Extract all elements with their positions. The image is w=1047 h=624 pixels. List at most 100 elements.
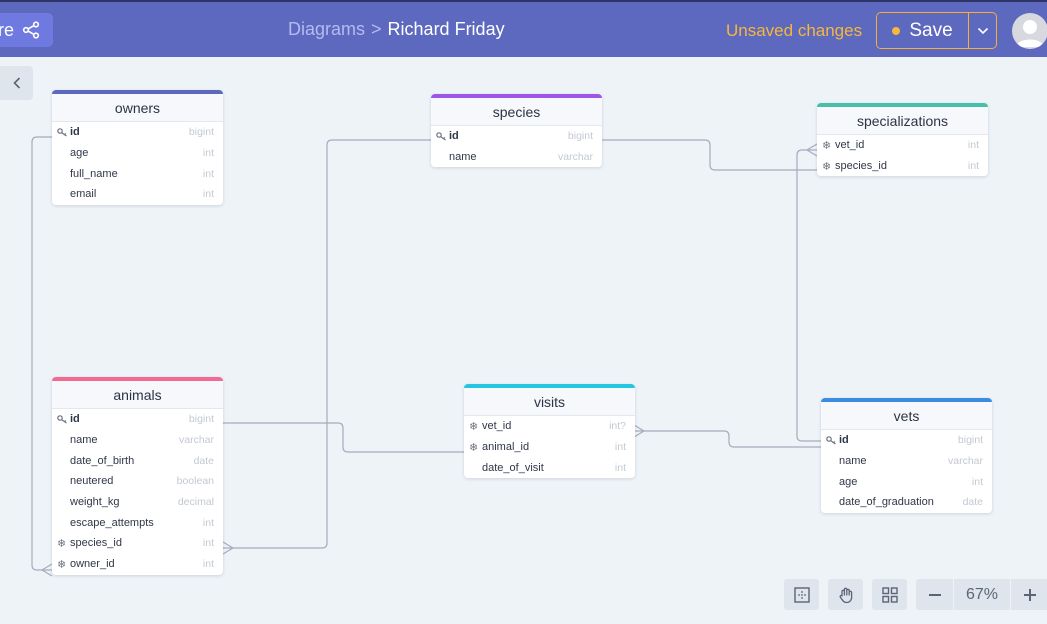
field-type: boolean: [176, 475, 214, 488]
crowfoot-marker: [222, 541, 235, 555]
table-title: visits: [533, 393, 566, 410]
table-species[interactable]: species id bigint name varchar: [431, 94, 602, 168]
table-header: visits: [464, 384, 635, 416]
save-button-label: Save: [909, 19, 953, 41]
field-type: int?: [609, 420, 626, 433]
snowflake-icon: ❄: [469, 441, 479, 454]
field-row[interactable]: id bigint: [52, 122, 223, 143]
field-row[interactable]: email int: [52, 184, 223, 205]
field-row[interactable]: ❄ owner_id int: [52, 554, 223, 575]
zoom-controls: 67%: [916, 579, 1047, 610]
key-icon: [57, 415, 70, 424]
field-type: int: [202, 167, 214, 180]
snowflake-icon: ❄: [822, 160, 832, 173]
field-type: int: [202, 516, 214, 529]
field-type: bigint: [957, 434, 983, 447]
breadcrumb-diagrams-link[interactable]: Diagrams: [288, 19, 366, 39]
zoom-out-button[interactable]: [916, 579, 953, 610]
field-type: int: [967, 160, 979, 173]
share-button-label: re: [0, 19, 15, 40]
top-bar: re Diagrams > Richard Friday Unsaved cha…: [0, 0, 1047, 57]
arrange-layout-button[interactable]: [872, 579, 907, 610]
table-animals[interactable]: animals id bigint name varchar date_of_b…: [52, 377, 223, 575]
sidebar-toggle-button[interactable]: [0, 66, 33, 100]
grid-icon: [881, 586, 898, 603]
field-row[interactable]: escape_attempts int: [52, 512, 223, 533]
breadcrumb-separator: >: [371, 19, 382, 39]
field-row[interactable]: ❄ animal_id int: [464, 437, 635, 458]
field-row[interactable]: date_of_graduation date: [821, 492, 992, 513]
field-type: int: [202, 537, 214, 550]
chevron-left-icon: [12, 77, 20, 89]
field-row[interactable]: id bigint: [52, 409, 223, 430]
field-name: name: [449, 151, 477, 164]
save-options-dropdown[interactable]: [968, 13, 996, 48]
field-type: varchar: [178, 434, 214, 447]
field-name: vet_id: [835, 139, 865, 152]
field-row[interactable]: full_name int: [52, 163, 223, 184]
field-type: date: [193, 454, 214, 467]
share-icon: [22, 21, 40, 39]
select-area-button[interactable]: [784, 579, 819, 610]
field-name: owner_id: [70, 558, 115, 571]
table-specializations[interactable]: specializations ❄ vet_id int ❄ species_i…: [817, 103, 988, 177]
field-row[interactable]: date_of_birth date: [52, 450, 223, 471]
field-row[interactable]: ❄ species_id int: [52, 533, 223, 554]
field-row[interactable]: ❄ vet_id int: [817, 135, 988, 156]
field-name: id: [70, 413, 80, 426]
snowflake-icon: ❄: [57, 537, 67, 550]
field-name: name: [839, 455, 867, 468]
share-button[interactable]: re: [0, 13, 53, 47]
link-owners-animals: [31, 136, 52, 571]
diagram-title[interactable]: Richard Friday: [387, 19, 505, 39]
table-visits[interactable]: visits ❄ vet_id int? ❄ animal_id int dat…: [464, 384, 635, 479]
field-name: date_of_visit: [482, 461, 544, 474]
table-owners[interactable]: owners id bigint age int full_name int e…: [52, 90, 223, 205]
crowfoot-marker: [40, 563, 53, 577]
minus-icon: [928, 593, 941, 596]
breadcrumb: Diagrams > Richard Friday: [288, 19, 505, 40]
chevron-down-icon: [977, 27, 988, 34]
plus-icon: [1023, 588, 1036, 601]
field-type: int: [202, 558, 214, 571]
zoom-level[interactable]: 67%: [953, 579, 1011, 610]
field-name: email: [70, 188, 97, 201]
field-row[interactable]: age int: [52, 143, 223, 164]
pan-tool-button[interactable]: [828, 579, 863, 610]
key-icon: [826, 436, 839, 445]
field-row[interactable]: date_of_visit int: [464, 457, 635, 478]
field-type: int: [971, 475, 983, 488]
field-name: date_of_birth: [70, 454, 135, 467]
field-name: id: [70, 126, 80, 139]
table-title: animals: [113, 386, 162, 403]
link-vets-visits: [634, 430, 821, 448]
zoom-in-button[interactable]: [1011, 579, 1047, 610]
field-row[interactable]: id bigint: [431, 126, 602, 147]
link-species-specializations: [602, 139, 817, 171]
field-row[interactable]: name varchar: [431, 147, 602, 168]
field-type: date: [962, 496, 983, 509]
field-row[interactable]: name varchar: [821, 451, 992, 472]
hand-icon: [839, 587, 852, 603]
field-row[interactable]: id bigint: [821, 430, 992, 451]
field-name: name: [70, 434, 98, 447]
field-name: escape_attempts: [70, 516, 154, 529]
field-name: vet_id: [482, 420, 512, 433]
table-vets[interactable]: vets id bigint name varchar age int date…: [821, 398, 992, 513]
table-title: vets: [893, 407, 920, 424]
field-row[interactable]: ❄ species_id int: [817, 156, 988, 177]
table-header: vets: [821, 398, 992, 430]
field-row[interactable]: neutered boolean: [52, 471, 223, 492]
save-button[interactable]: Save: [877, 13, 968, 48]
field-row[interactable]: name varchar: [52, 430, 223, 451]
field-row[interactable]: ❄ vet_id int?: [464, 416, 635, 437]
field-type: bigint: [188, 126, 214, 139]
user-avatar[interactable]: [1012, 13, 1047, 49]
field-name: full_name: [70, 167, 118, 180]
link-animals-visits: [223, 422, 464, 453]
field-name: weight_kg: [70, 496, 120, 509]
field-name: species_id: [70, 537, 122, 550]
field-row[interactable]: weight_kg decimal: [52, 492, 223, 513]
field-row[interactable]: age int: [821, 471, 992, 492]
crowfoot-marker: [805, 143, 818, 157]
